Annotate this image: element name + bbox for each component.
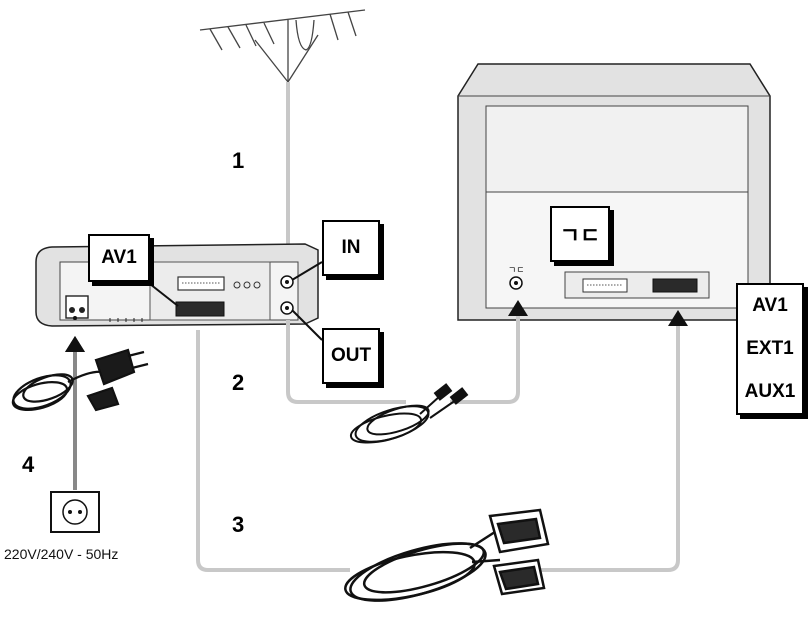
step-1-number: 1 [232, 148, 245, 173]
arrow-up-icon [508, 300, 528, 316]
tv-scart-labels: AV1 EXT1 AUX1 [736, 283, 804, 415]
step-4-number: 4 [22, 452, 35, 477]
step-2-number: 2 [232, 370, 245, 395]
antenna-cable [277, 82, 299, 269]
tv-antenna-symbol-label: ㄱㄷ [550, 206, 610, 262]
scart-cable-icon [344, 508, 550, 602]
tv-scart-label-av1: AV1 [752, 295, 788, 317]
antenna-in-label: IN [322, 220, 380, 276]
scart-cable [196, 322, 680, 572]
svg-text:ㄱㄷ: ㄱㄷ [508, 266, 525, 276]
arrow-up-icon [65, 336, 85, 352]
vcr-av1-label: AV1 [88, 234, 150, 282]
voltage-label: 220V/240V - 50Hz [4, 546, 119, 562]
tv-scart-label-aux1: AUX1 [744, 380, 796, 402]
tv-set: ㄱㄷ [457, 63, 771, 321]
coax-cable-icon [349, 383, 469, 444]
tv-scart-label-ext1: EXT1 [746, 337, 794, 359]
arrow-up-icon [668, 310, 688, 326]
mains-plug-icon [11, 348, 149, 412]
coax-cable [286, 312, 520, 404]
vcr-unit [35, 243, 319, 327]
antenna-out-label: OUT [322, 328, 380, 384]
step-3-number: 3 [232, 512, 245, 537]
power-socket-icon [50, 491, 100, 533]
antenna-icon [199, 9, 366, 83]
